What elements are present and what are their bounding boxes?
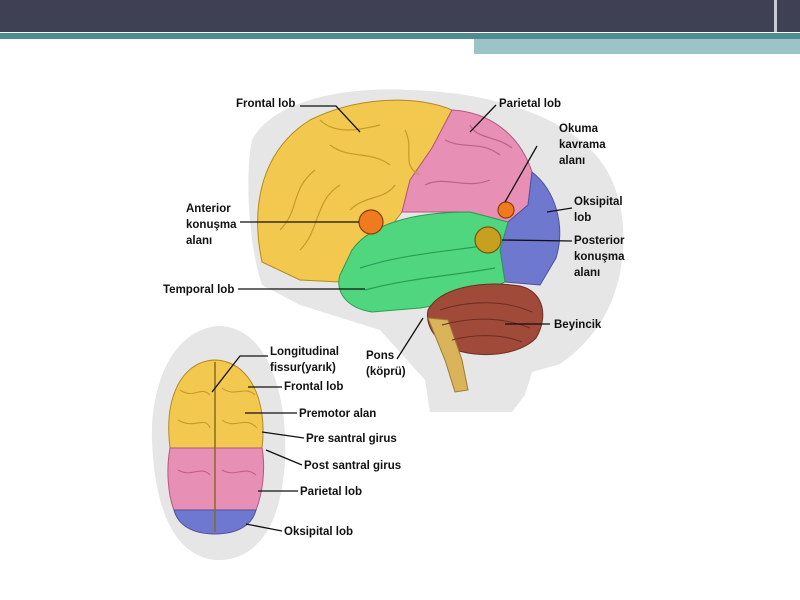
- label-top-pre-santral: Pre santral girus: [306, 433, 397, 445]
- accent-stripe: [0, 33, 800, 39]
- top-frontal-lobe: [168, 359, 264, 449]
- label-oksipital-line2: lob: [574, 212, 591, 224]
- top-parietal-gyri: [177, 469, 257, 476]
- leader-lines: [238, 104, 573, 360]
- reading-area-marker: [497, 201, 515, 219]
- label-parietal-lob: Parietal lob: [499, 98, 561, 110]
- label-pons-line1: Pons: [366, 350, 394, 362]
- posterior-speech-marker: [474, 226, 502, 254]
- label-top-longitudinal-line2: fissur(yarık): [270, 362, 336, 374]
- label-top-post-santral: Post santral girus: [304, 460, 401, 472]
- label-beyincik: Beyincik: [554, 319, 602, 331]
- parietal-lobe: [401, 109, 533, 223]
- label-pons-line2: (köprü): [366, 366, 406, 378]
- label-top-oksipital-lob: Oksipital lob: [284, 526, 353, 538]
- top-leader-lines: [211, 355, 305, 532]
- label-top-premotor: Premotor alan: [299, 408, 376, 420]
- label-top-parietal-lob: Parietal lob: [300, 486, 362, 498]
- parietal-gyri: [424, 124, 513, 186]
- top-title-bar: [0, 0, 800, 32]
- cerebellum-folia: [439, 302, 533, 343]
- temporal-gyri: [359, 244, 496, 291]
- label-oksipital-line1: Oksipital: [574, 196, 623, 208]
- label-okuma-line2: kavrama: [559, 139, 606, 151]
- anterior-speech-marker: [358, 209, 384, 235]
- label-okuma-line1: Okuma: [559, 123, 599, 135]
- label-anterior-line3: alanı: [186, 235, 212, 247]
- label-frontal-lob: Frontal lob: [236, 98, 295, 110]
- top-bar-accent: [774, 0, 800, 32]
- top-parietal-lobe: [167, 447, 265, 511]
- label-top-longitudinal-line1: Longitudinal: [270, 346, 339, 358]
- top-view: Longitudinal fissur(yarık) Frontal lob P…: [151, 326, 401, 561]
- label-okuma-line3: alanı: [559, 155, 585, 167]
- label-anterior-line2: konuşma: [186, 219, 237, 231]
- top-gyri: [177, 387, 258, 429]
- brain-stem: [427, 317, 469, 393]
- label-posterior-line2: konuşma: [574, 251, 625, 263]
- label-posterior-line3: alanı: [574, 267, 600, 279]
- label-posterior-line1: Posterior: [574, 235, 625, 247]
- label-temporal-lob: Temporal lob: [163, 284, 234, 296]
- label-top-frontal-lob: Frontal lob: [284, 381, 343, 393]
- frontal-gyri: [279, 119, 421, 251]
- label-anterior-line1: Anterior: [186, 203, 231, 215]
- accent-stripe-light: [474, 39, 800, 54]
- lateral-view: Frontal lob Parietal lob Okuma kavrama a…: [163, 89, 625, 413]
